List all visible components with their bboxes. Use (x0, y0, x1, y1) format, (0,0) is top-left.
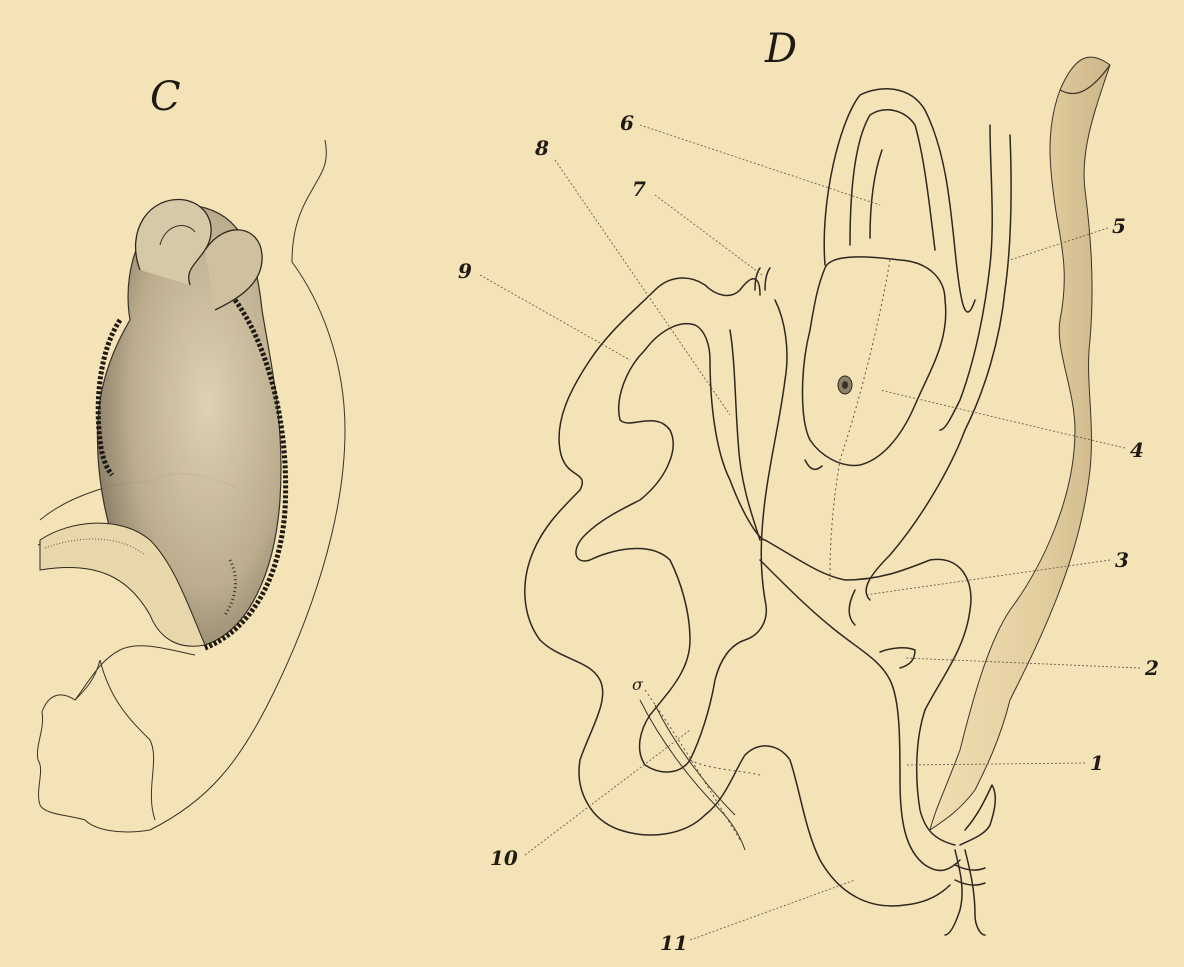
callout-9: 9 (458, 259, 472, 283)
callout-sigma: σ (632, 675, 644, 694)
callout-6: 6 (620, 111, 634, 135)
callout-3: 3 (1115, 548, 1129, 572)
callout-11: 11 (660, 931, 688, 955)
callout-10: 10 (490, 846, 518, 870)
callout-7: 7 (632, 177, 646, 201)
figure-label-c: C (150, 74, 181, 120)
figure-d-drawing (525, 57, 1110, 935)
leader-lines (480, 125, 1140, 940)
figure-c-drawing (37, 140, 345, 832)
callout-4: 4 (1130, 438, 1144, 462)
callout-2: 2 (1144, 656, 1159, 680)
figure-label-d: D (764, 26, 797, 72)
callout-8: 8 (534, 136, 549, 160)
callout-5: 5 (1112, 214, 1126, 238)
callout-1: 1 (1090, 751, 1104, 775)
